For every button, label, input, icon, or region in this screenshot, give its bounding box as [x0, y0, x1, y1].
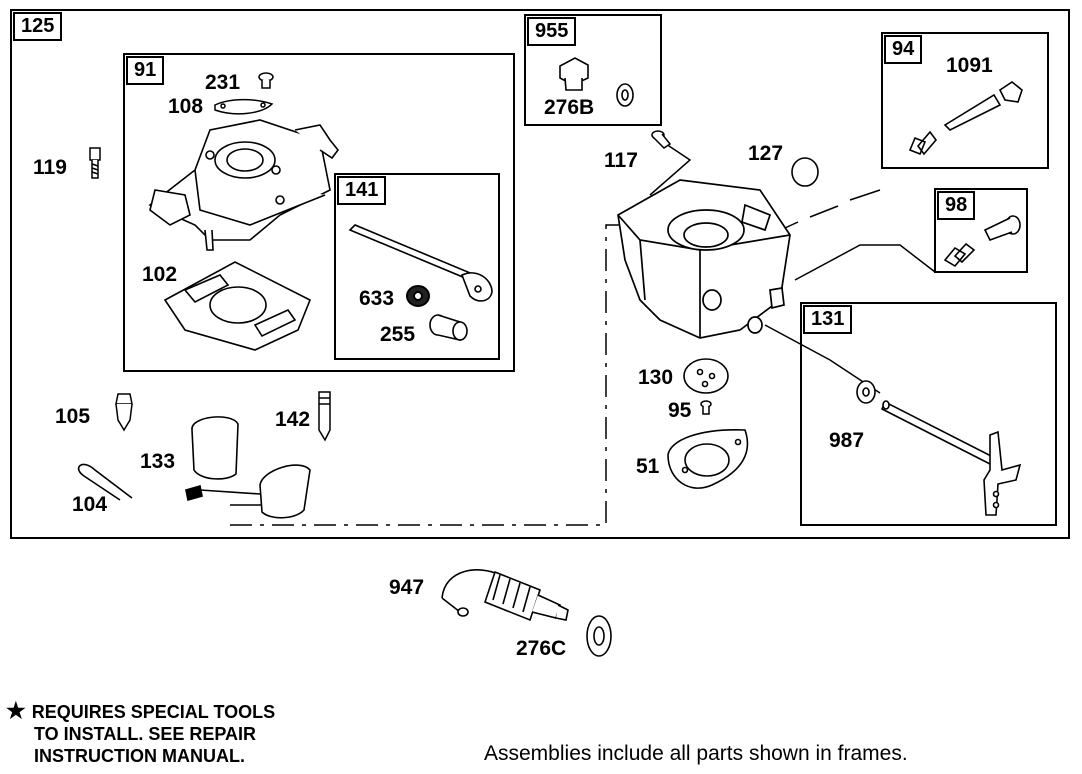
callout-127: 127	[748, 142, 784, 165]
frame-label-131: 131	[803, 305, 853, 334]
callout-947: 947	[389, 576, 425, 599]
callout-117: 117	[604, 149, 638, 172]
leader-94	[784, 189, 881, 229]
part-94-needle	[908, 81, 1023, 156]
part-955-plug	[559, 57, 589, 91]
callout-231: 231	[205, 71, 241, 94]
part-104-clip	[77, 463, 133, 501]
part-105-needle	[115, 393, 133, 432]
frame-955-border	[524, 14, 662, 126]
part-131-shaft	[880, 400, 1022, 516]
note-line-1: REQUIRES SPECIAL TOOLS	[31, 702, 276, 722]
callout-51: 51	[636, 455, 660, 478]
callout-108: 108	[168, 95, 204, 118]
callout-133: 133	[140, 450, 176, 473]
part-133-float	[185, 416, 311, 519]
part-231-screw	[258, 72, 274, 89]
note-line-2: TO INSTALL. SEE REPAIR	[34, 724, 257, 744]
star-icon: ★	[6, 698, 26, 723]
part-119-screw	[89, 147, 101, 179]
frame-94-border	[881, 32, 1049, 169]
assemblies-footer-note: Assemblies include all parts shown in fr…	[484, 742, 908, 765]
frame-141-border	[334, 173, 500, 360]
frame-131-border	[800, 302, 1057, 526]
frame-125-border	[10, 9, 1070, 539]
part-987-washer	[856, 380, 876, 404]
callout-633: 633	[359, 287, 395, 310]
part-142-pin	[318, 391, 331, 442]
frame-98-border	[934, 188, 1028, 273]
frame-label-955: 955	[527, 17, 577, 46]
part-947-solenoid	[441, 569, 569, 622]
frame-label-91: 91	[126, 56, 165, 85]
callout-255: 255	[380, 323, 416, 346]
special-tools-note: ★REQUIRES SPECIAL TOOLS TO INSTALL. SEE …	[6, 700, 275, 767]
callout-142: 142	[275, 408, 311, 431]
part-102-gasket	[163, 261, 312, 351]
callout-105: 105	[55, 405, 91, 428]
part-276c-washer	[586, 615, 612, 657]
part-51-gasket	[667, 429, 749, 489]
part-108-gasket	[214, 98, 274, 115]
note-line-3: INSTRUCTION MANUAL.	[34, 746, 245, 766]
part-127-plug	[791, 157, 819, 187]
part-141-shaft	[348, 224, 493, 302]
frame-label-98: 98	[937, 191, 976, 220]
part-117-screw	[651, 130, 672, 149]
callout-119: 119	[33, 156, 67, 179]
part-130-plate	[683, 358, 729, 394]
part-95-screw	[700, 400, 712, 415]
callout-102: 102	[142, 263, 178, 286]
callout-987: 987	[829, 429, 865, 452]
frame-label-94: 94	[884, 35, 923, 64]
callout-276b: 276B	[544, 96, 595, 119]
part-276b-washer	[616, 83, 634, 107]
dashed-link-133	[230, 224, 625, 526]
part-633-seal	[406, 285, 430, 307]
frame-91-border	[123, 53, 515, 372]
part-98-screw	[943, 215, 1021, 268]
callout-130: 130	[638, 366, 674, 389]
part-255-bushing	[429, 314, 468, 342]
part-91-carb-top	[148, 119, 340, 251]
callout-276c: 276C	[516, 637, 567, 660]
leader-98	[794, 244, 936, 281]
carburetor-body	[617, 179, 791, 339]
callout-1091: 1091	[946, 54, 993, 77]
callout-95: 95	[668, 399, 692, 422]
frame-label-125: 125	[13, 12, 63, 41]
frame-label-141: 141	[337, 176, 387, 205]
callout-104: 104	[72, 493, 108, 516]
